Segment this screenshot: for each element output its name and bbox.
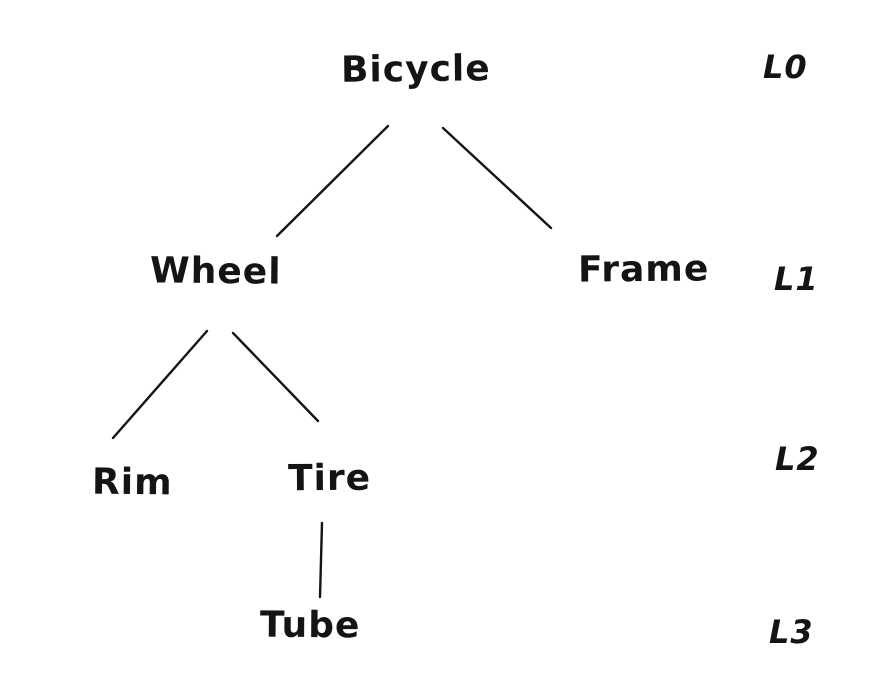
edge-bicycle-frame — [441, 126, 553, 230]
level-label-l2: L2 — [775, 440, 820, 478]
node-rim: Rim — [91, 461, 173, 504]
node-frame: Frame — [577, 248, 710, 291]
node-tire: Tire — [287, 457, 372, 500]
edge-wheel-tire — [231, 331, 320, 423]
edge-bicycle-wheel — [275, 124, 390, 238]
edge-tire-tube — [318, 521, 324, 599]
level-label-l1: L1 — [774, 260, 819, 298]
edge-wheel-rim — [111, 329, 209, 440]
level-label-l3: L3 — [769, 613, 814, 651]
level-label-l0: L0 — [763, 48, 808, 86]
node-wheel: Wheel — [149, 250, 282, 293]
node-tube: Tube — [259, 604, 361, 647]
node-bicycle: Bicycle — [340, 48, 491, 91]
